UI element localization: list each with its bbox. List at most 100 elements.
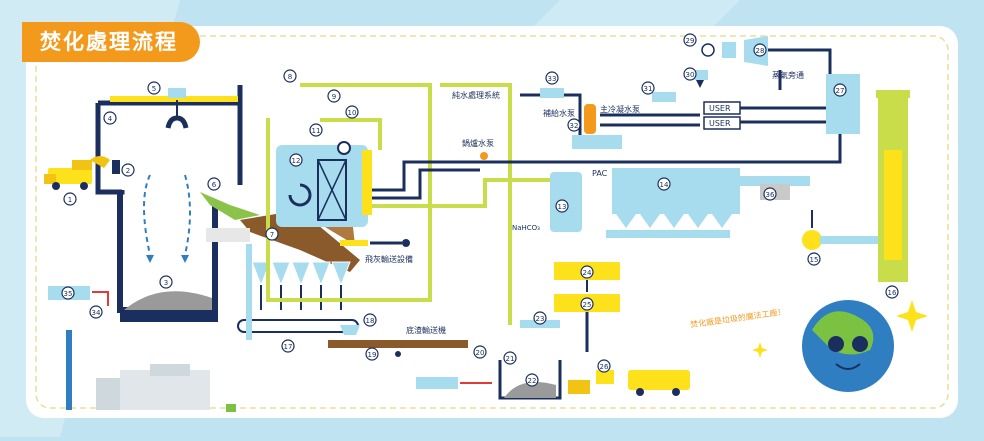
step-badge-label: 30 <box>686 71 695 79</box>
step-badge-label: 32 <box>570 122 579 130</box>
step-badge-5: 5 <box>147 81 161 95</box>
step-badge-label: 19 <box>368 351 377 359</box>
step-badge-35: 35 <box>61 286 75 300</box>
air-condenser <box>826 74 860 134</box>
makeup-pump-label: 補給水泵 <box>543 108 575 118</box>
step-badge-21: 21 <box>503 351 517 365</box>
air-lines <box>266 83 560 325</box>
step-badge-24: 24 <box>580 265 594 279</box>
step-badge-36: 36 <box>763 187 777 201</box>
steam-bypass-label: 蒸氣旁通 <box>772 70 804 80</box>
step-badge-label: 28 <box>756 47 765 55</box>
step-badge-34: 34 <box>89 305 103 319</box>
boiler-pump-label: 鍋爐水泵 <box>462 138 494 148</box>
step-badge-8: 8 <box>283 69 297 83</box>
step-badge-15: 15 <box>807 252 821 266</box>
step-badge-1: 1 <box>63 192 77 206</box>
ash-conveyor: 飛灰輸送設備 <box>340 239 413 264</box>
boiler <box>276 141 372 227</box>
step-badge-label: 22 <box>528 377 537 385</box>
step-badge-19: 19 <box>365 347 379 361</box>
step-badge-label: 34 <box>92 309 101 317</box>
step-badge-label: 10 <box>348 109 357 117</box>
step-badge-11: 11 <box>309 123 323 137</box>
step-badge-4: 4 <box>103 111 117 125</box>
step-badge-12: 12 <box>289 153 303 167</box>
step-badge-16: 16 <box>885 285 899 299</box>
step-badge-18: 18 <box>363 313 377 327</box>
step-badge-label: 26 <box>600 363 609 371</box>
step-badge-label: 7 <box>270 231 274 239</box>
step-badge-label: 9 <box>332 93 336 101</box>
step-badge-label: 15 <box>810 256 819 264</box>
ash-conveyor-label: 飛灰輸送設備 <box>365 254 413 264</box>
step-badge-20: 20 <box>473 345 487 359</box>
step-badge-28: 28 <box>753 43 767 57</box>
plant-building <box>66 330 236 412</box>
step-badge-27: 27 <box>833 83 847 97</box>
main-condensate-label: 主冷凝水泵 <box>600 104 640 114</box>
step-badge-label: 18 <box>366 317 375 325</box>
step-badge-label: 16 <box>888 289 897 297</box>
chimney <box>876 90 910 282</box>
slag-conveyor: 底渣輸送機 <box>328 325 468 357</box>
step-badge-22: 22 <box>525 373 539 387</box>
step-badge-label: 1 <box>68 196 72 204</box>
step-badge-label: 21 <box>506 355 515 363</box>
page-title: 焚化處理流程 <box>22 22 200 62</box>
step-badge-26: 26 <box>597 359 611 373</box>
step-badge-3: 3 <box>159 275 173 289</box>
step-badge-label: 8 <box>288 73 292 81</box>
step-badge-23: 23 <box>533 311 547 325</box>
step-badge-label: 29 <box>686 37 695 45</box>
pure-water-label: 純水處理系統 <box>452 90 500 100</box>
user-label-1: USER <box>709 104 731 113</box>
step-badge-label: 36 <box>766 191 775 199</box>
step-badge-6: 6 <box>207 177 221 191</box>
step-badge-label: 35 <box>64 290 73 298</box>
step-badge-29: 29 <box>683 33 697 47</box>
step-badge-13: 13 <box>555 199 569 213</box>
step-badge-10: 10 <box>345 105 359 119</box>
step-badge-2: 2 <box>121 163 135 177</box>
step-badge-label: 4 <box>108 115 113 123</box>
condensate-unit: USER USER 純水處理系統 補給水泵 主冷凝水泵 鍋爐水泵 蒸氣旁通 <box>452 70 804 160</box>
step-badge-25: 25 <box>580 297 594 311</box>
step-badge-label: 13 <box>558 203 567 211</box>
slag-conveyor-label: 底渣輸送機 <box>406 325 446 335</box>
step-badge-17: 17 <box>281 339 295 353</box>
step-badge-label: 5 <box>152 85 156 93</box>
ash-pit <box>498 320 690 400</box>
step-badge-33: 33 <box>545 71 559 85</box>
step-badge-31: 31 <box>641 81 655 95</box>
nahco3-label: NaHCO₃ <box>512 224 540 232</box>
user-label-2: USER <box>709 119 731 128</box>
step-badge-label: 23 <box>536 315 545 323</box>
step-badge-30: 30 <box>683 67 697 81</box>
step-badge-9: 9 <box>327 89 341 103</box>
step-badge-label: 27 <box>836 87 845 95</box>
step-badge-7: 7 <box>265 227 279 241</box>
step-badge-label: 6 <box>212 181 217 189</box>
garbage-truck <box>44 156 110 190</box>
step-badge-label: 31 <box>644 85 653 93</box>
refuse-pit <box>95 85 243 322</box>
step-badge-label: 25 <box>583 301 592 309</box>
step-badge-label: 33 <box>548 75 557 83</box>
step-badge-label: 24 <box>583 269 592 277</box>
step-badge-label: 20 <box>476 349 485 357</box>
water-tank-35b <box>416 377 458 389</box>
pac-label: PAC <box>592 169 608 178</box>
step-badge-label: 14 <box>660 181 669 189</box>
step-badge-14: 14 <box>657 177 671 191</box>
step-badge-label: 11 <box>312 127 321 135</box>
step-badge-label: 12 <box>292 157 301 165</box>
step-badge-label: 17 <box>284 343 293 351</box>
step-badge-label: 3 <box>164 279 168 287</box>
step-badge-label: 2 <box>126 167 130 175</box>
step-badge-32: 32 <box>567 118 581 132</box>
induced-fan <box>802 210 878 250</box>
